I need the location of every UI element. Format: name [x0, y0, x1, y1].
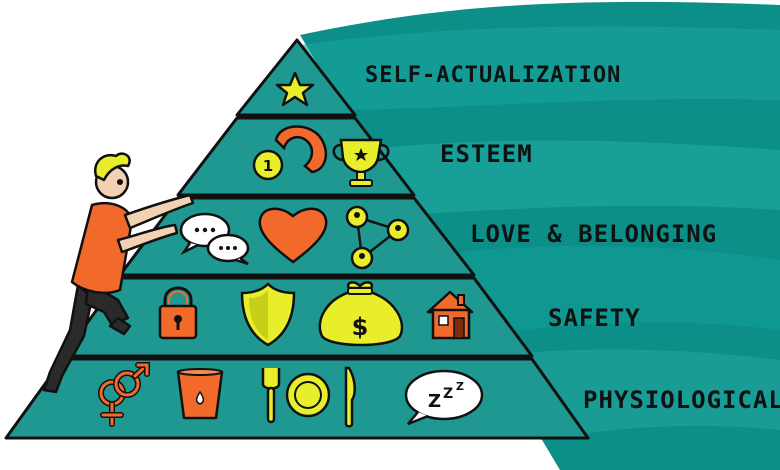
money-symbol: $ [352, 313, 369, 341]
sleep-z-1: Z [428, 391, 441, 412]
medal-number: 1 [263, 157, 273, 175]
padlock-icon [158, 286, 198, 340]
chat-bubbles-icon [179, 212, 250, 266]
medal-icon: 1 [252, 125, 328, 181]
background-waves [300, 1, 780, 470]
money-bag-icon: $ [318, 281, 404, 347]
level-label-physiological: PHYSIOLOGICAL [583, 386, 780, 414]
star-icon [275, 71, 315, 107]
water-cup-icon [176, 368, 224, 420]
level-label-esteem: ESTEEM [440, 140, 533, 168]
level-label-safety: SAFETY [548, 304, 641, 332]
heart-icon [258, 207, 328, 264]
level-label-love-belonging: LOVE & BELONGING [470, 220, 717, 248]
cutlery-plate-icon [261, 366, 356, 428]
network-icon [345, 205, 410, 270]
sleep-z-2: Z [443, 386, 453, 402]
sleep-z-3: Z [456, 380, 464, 393]
level-labels: SELF-ACTUALIZATION ESTEEM LOVE & BELONGI… [365, 63, 780, 414]
sleep-bubble-icon: Z Z Z [404, 369, 484, 426]
gender-symbols-icon [98, 362, 150, 427]
shield-icon [240, 282, 296, 347]
tier-esteem [176, 116, 416, 197]
trophy-icon [332, 138, 390, 187]
climbing-person-illustration [42, 152, 195, 394]
house-icon [426, 290, 474, 340]
level-label-self-actualization: SELF-ACTUALIZATION [365, 63, 621, 88]
